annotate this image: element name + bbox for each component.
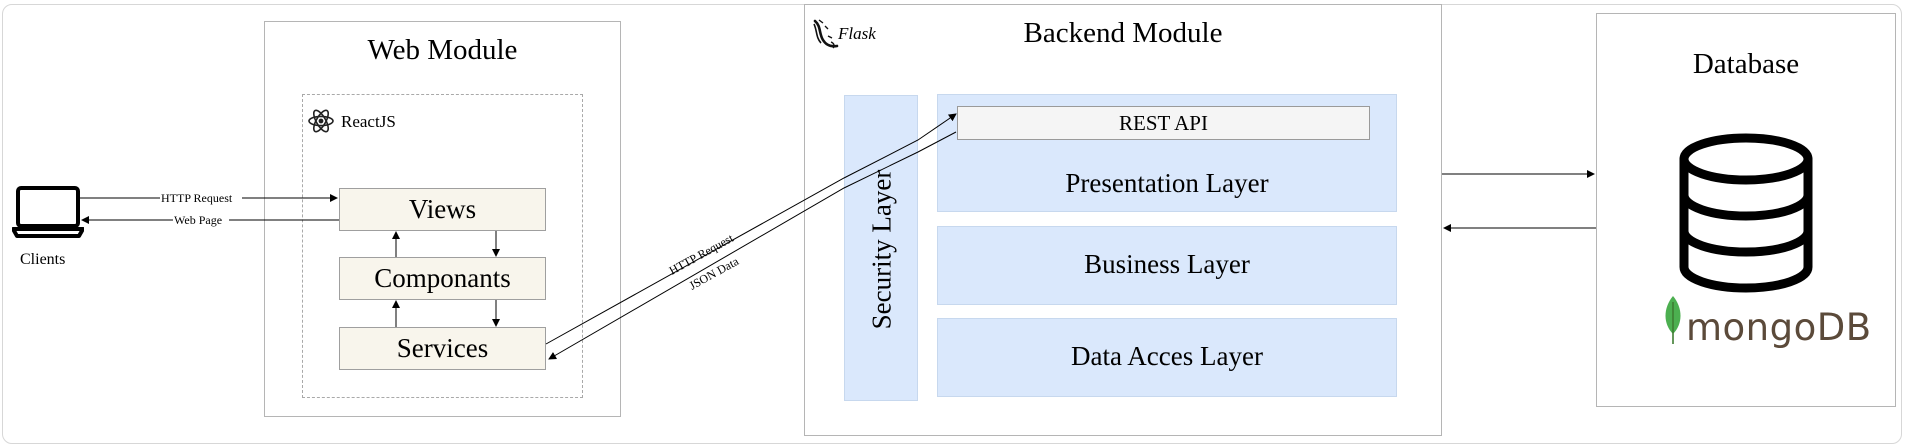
flask-label: Flask (838, 24, 876, 43)
database-module: Database (1596, 13, 1896, 407)
data-access-layer: Data Acces Layer (937, 318, 1397, 397)
flask-icon (811, 18, 839, 50)
services-box: Services (339, 327, 546, 370)
backend-module-title: Backend Module (1023, 17, 1223, 49)
database-title: Database (1692, 48, 1800, 80)
data-access-layer-label: Data Acces Layer (1071, 341, 1263, 371)
mongodb-wordmark: mongoDB (1686, 306, 1872, 349)
security-layer-label: Security Layer (866, 169, 897, 329)
componants-box: Componants (339, 257, 546, 300)
views-box: Views (339, 188, 546, 231)
clients-label: Clients (20, 251, 66, 268)
presentation-layer-label: Presentation Layer (1065, 168, 1269, 198)
business-layer-label: Business Layer (1084, 249, 1250, 279)
database-icon (1675, 133, 1817, 293)
security-layer-label-wrap: Security Layer (845, 96, 919, 402)
reactjs-label: ReactJS (341, 112, 396, 131)
laptop-icon (11, 186, 85, 238)
leaf-icon (1661, 294, 1685, 346)
react-icon (307, 107, 335, 135)
web-module-title: Web Module (367, 34, 518, 66)
business-layer: Business Layer (937, 226, 1397, 305)
security-layer: Security Layer (844, 95, 918, 401)
rest-api-box: REST API (957, 106, 1370, 140)
